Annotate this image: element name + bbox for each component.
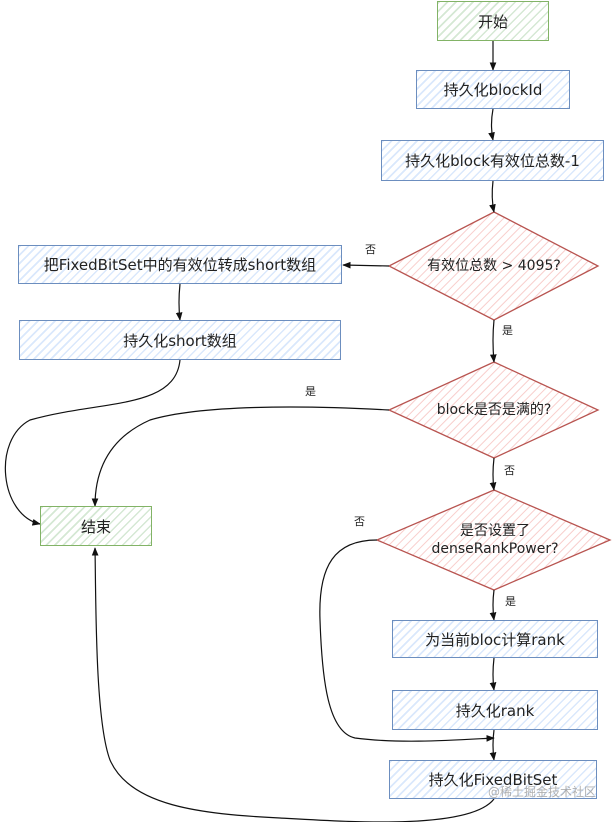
edge-rank-yes-to-compute [489, 589, 497, 621]
edge-decision-yes-to-full [489, 319, 497, 363]
edge-label-total-no: 否 [365, 243, 376, 256]
decision-rank-label-box: 是否设置了 denseRankPower? [400, 516, 590, 564]
edge-compute-to-persist-rank [489, 657, 497, 691]
edge-decision-no-to-convert [342, 261, 390, 269]
convert-short-label: 把FixedBitSet中的有效位转成short数组 [43, 256, 317, 274]
convert-short-node: 把FixedBitSet中的有效位转成short数组 [18, 245, 342, 284]
edge-convert-to-persist-short [175, 283, 183, 321]
edge-label-rank-no: 否 [354, 515, 365, 528]
persist-rank-node: 持久化rank [392, 690, 598, 730]
persist-fixedbitset-label: 持久化FixedBitSet [428, 771, 558, 789]
edge-total-to-decision [489, 180, 496, 213]
edge-label-rank-yes: 是 [505, 595, 516, 608]
persist-valid-total-node: 持久化block有效位总数-1 [381, 140, 604, 181]
persist-rank-label: 持久化rank [455, 701, 535, 720]
compute-rank-node: 为当前bloc计算rank [392, 620, 598, 658]
edge-persist-rank-to-fixedbitset [489, 729, 497, 761]
decision-full-label: block是否是满的? [436, 401, 552, 418]
start-node: 开始 [437, 1, 549, 41]
edge-fixedbitset-to-end [91, 547, 495, 822]
edge-full-yes-to-end [91, 406, 390, 507]
edge-label-full-no: 否 [504, 464, 515, 477]
end-label: 结束 [80, 517, 111, 536]
edge-label-total-yes: 是 [502, 324, 513, 337]
edge-label-full-yes: 是 [305, 385, 316, 398]
decision-full-label-box: block是否是满的? [410, 396, 578, 424]
edge-persist-short-to-end [4, 359, 181, 526]
persist-short-node: 持久化short数组 [19, 320, 341, 360]
edge-blockid-to-total [488, 108, 495, 141]
decision-total-label-box: 有效位总数 > 4095? [400, 252, 588, 280]
start-label: 开始 [477, 12, 508, 31]
persist-fixedbitset-node: 持久化FixedBitSet [389, 760, 597, 799]
decision-rank-label-line1: 是否设置了 [460, 522, 530, 539]
watermark: @稀土掘金技术社区 [487, 785, 596, 799]
edge-full-no-to-rank [489, 457, 497, 491]
end-node: 结束 [40, 506, 152, 546]
compute-rank-label: 为当前bloc计算rank [425, 630, 565, 649]
persist-block-id-label: 持久化blockId [443, 81, 543, 99]
decision-rank-label-line2: denseRankPower? [431, 541, 559, 557]
persist-valid-total-label: 持久化block有效位总数-1 [405, 152, 580, 170]
persist-short-label: 持久化short数组 [123, 331, 237, 350]
edge-rank-no-to-fixedbitset [319, 539, 495, 742]
decision-total-label: 有效位总数 > 4095? [427, 257, 561, 274]
persist-block-id-node: 持久化blockId [416, 70, 570, 109]
